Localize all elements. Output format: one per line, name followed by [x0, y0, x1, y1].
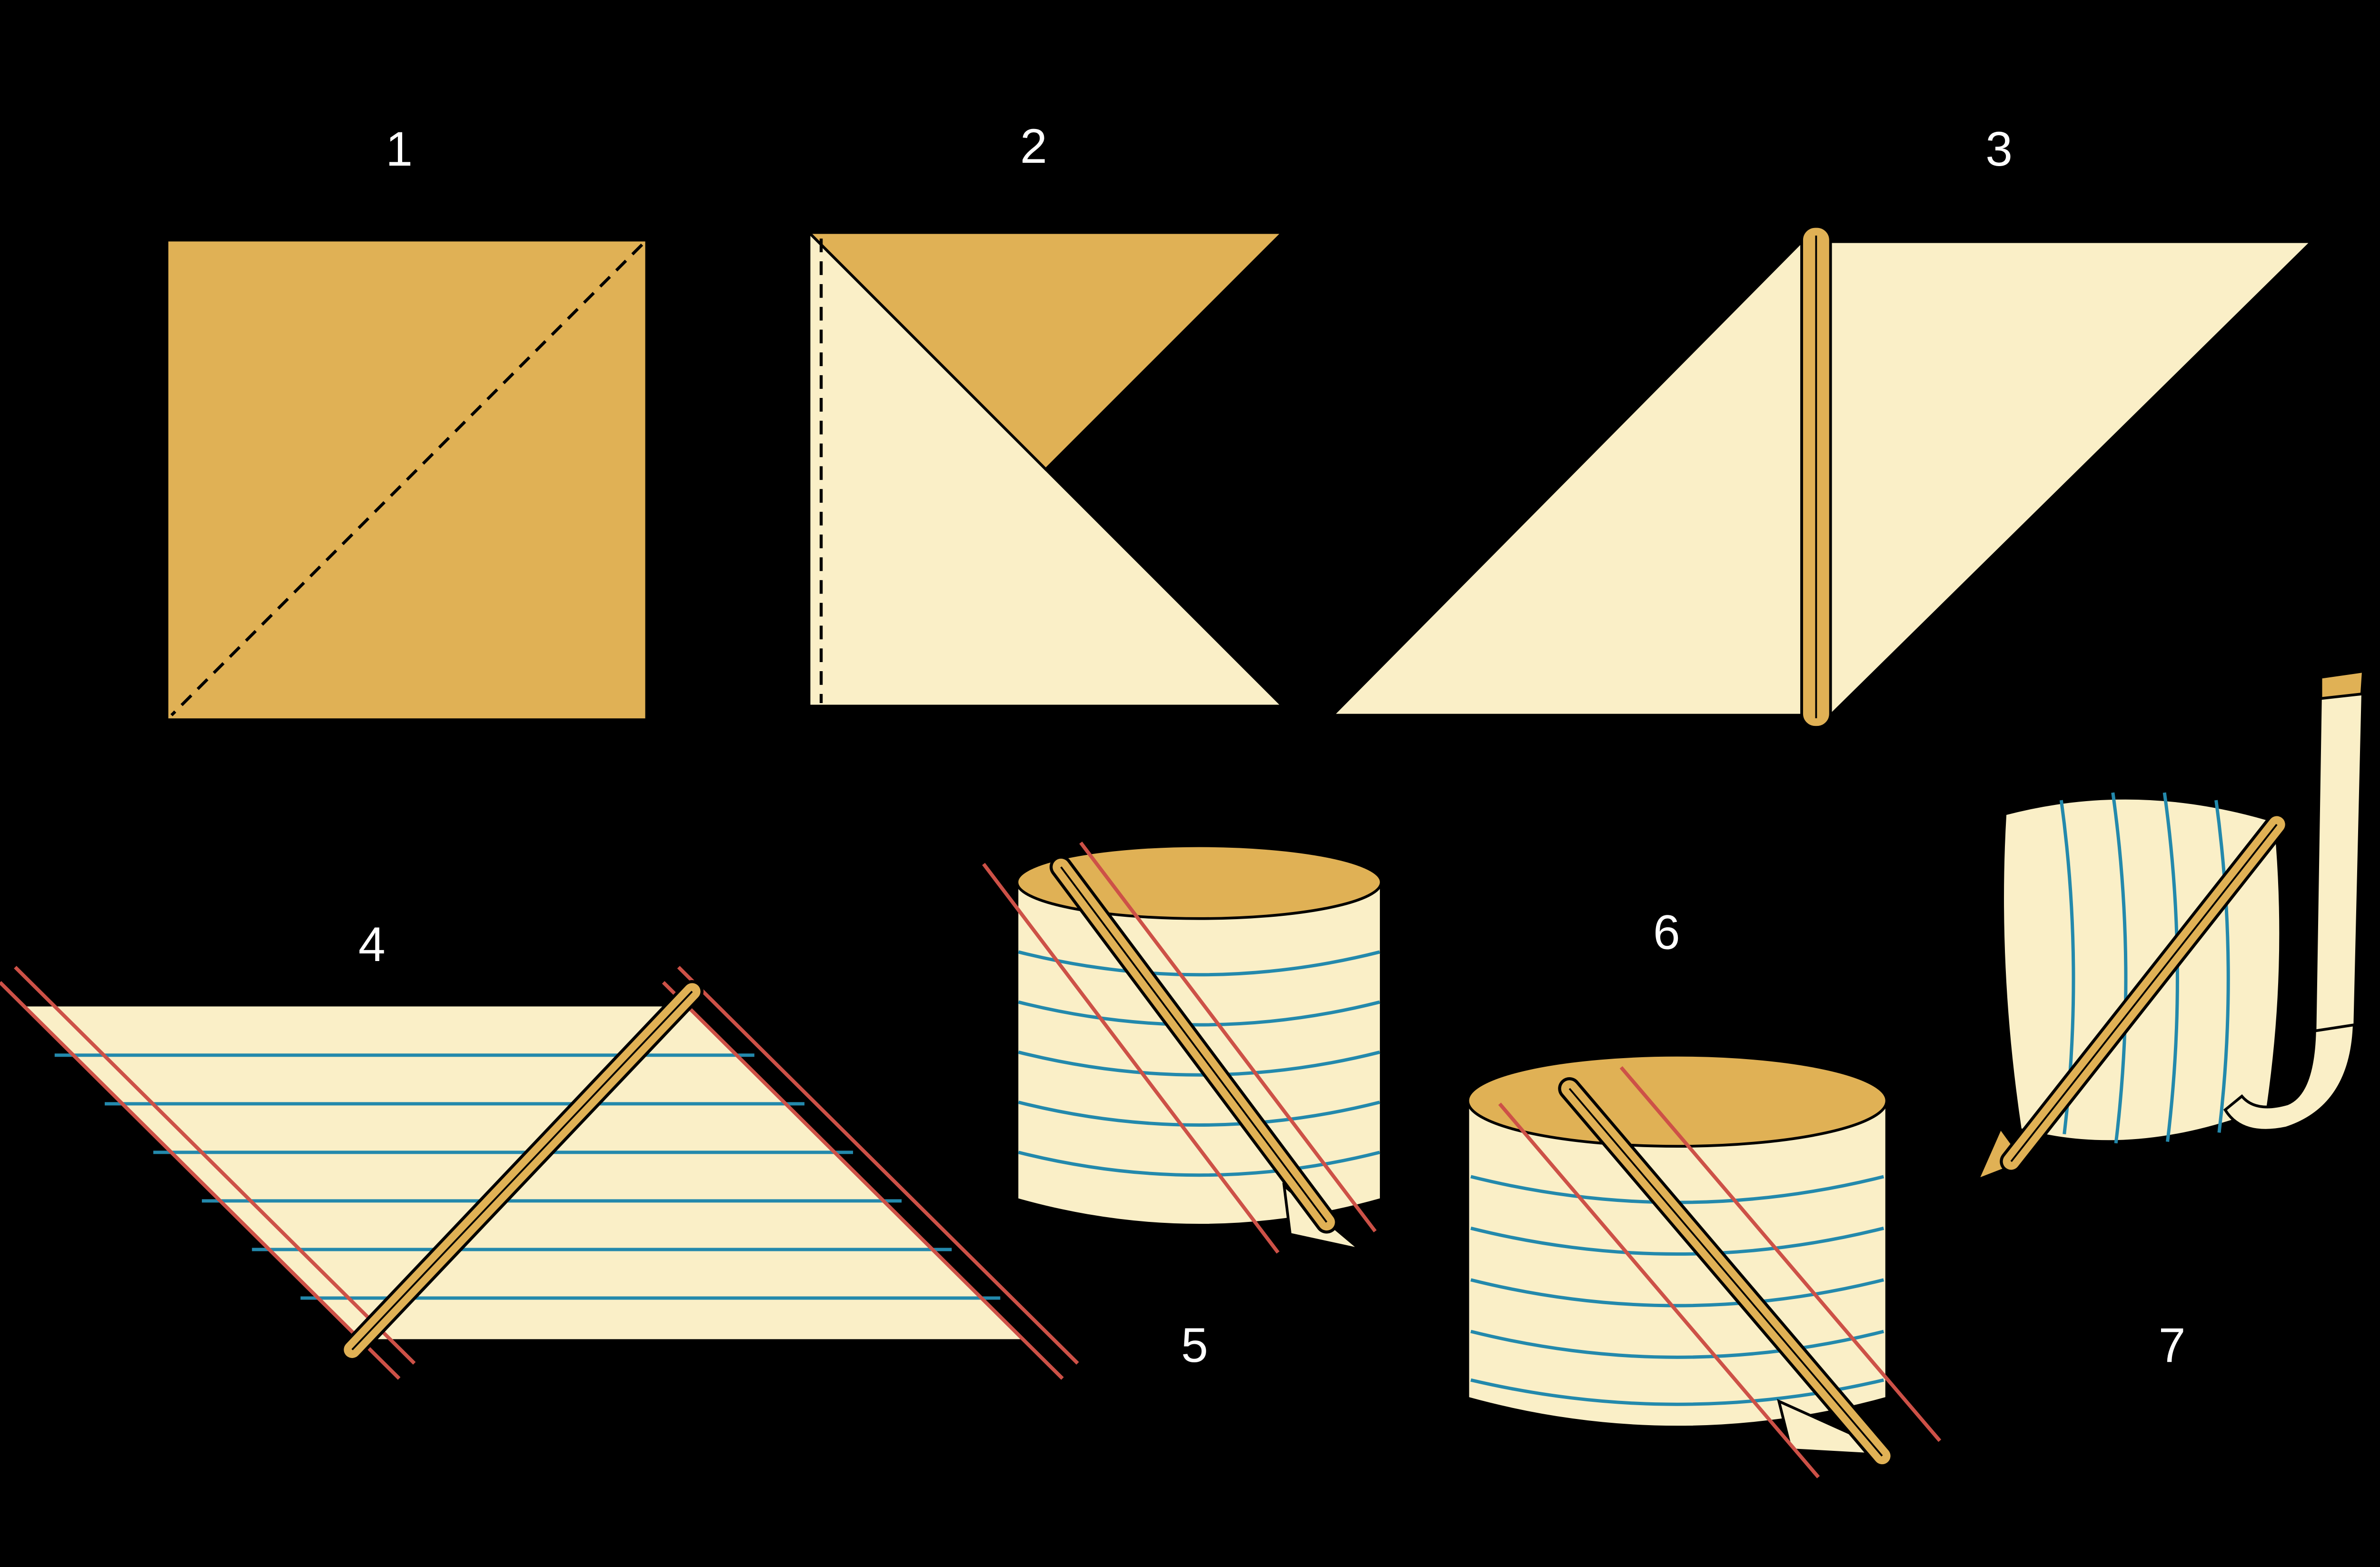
fold-guide-line [1018, 1000, 1380, 1027]
right-fabric-triangle [1829, 240, 2315, 719]
step-2-label: 2 [1020, 119, 1047, 173]
step-7: 7 [1975, 669, 2365, 1372]
seam-band [1050, 855, 1338, 1234]
upper-fabric-triangle [805, 231, 1286, 471]
cut-mark-line [1619, 1066, 1942, 1442]
fold-guide-line [1470, 1226, 1884, 1256]
strip-curl [2223, 1023, 2356, 1132]
fold-guide-line [1470, 1278, 1884, 1308]
cut-mark-line [1498, 1102, 1820, 1478]
cut-mark-line [677, 966, 1079, 1365]
left-fabric-triangle [1329, 238, 1803, 717]
step-4: 4 [0, 917, 1079, 1380]
fold-guide-line [1470, 1329, 1884, 1359]
cut-mark-line [1079, 842, 1377, 1232]
fold-guide-line [1018, 1150, 1380, 1177]
seam-band-stitch-line [351, 991, 693, 1350]
step-1-label: 1 [386, 122, 413, 176]
step-7-label: 7 [2159, 1318, 2186, 1372]
seam-band-stitch-line [1568, 1088, 1883, 1457]
unrolled-strip [2313, 669, 2365, 1054]
seam-band-stitch-line [1060, 866, 1328, 1223]
strip-end-edge [2319, 669, 2365, 700]
step-2: 2 [805, 119, 1286, 708]
seam-band [340, 980, 704, 1361]
cut-mark-line [0, 981, 401, 1380]
cut-mark-line [982, 863, 1279, 1254]
cut-mark-line [14, 966, 416, 1365]
step-5-label: 5 [1181, 1318, 1208, 1372]
step-6-label: 6 [1653, 905, 1680, 960]
fabric-roll [2001, 796, 2282, 1143]
seam-band-stitch-line [2010, 823, 2278, 1162]
step-6: 6 [1466, 905, 1942, 1478]
step-5: 5 [982, 842, 1383, 1372]
step-3-label: 3 [1985, 122, 2013, 176]
cut-mark-line [662, 981, 1064, 1380]
fold-guide-line [1018, 950, 1380, 977]
step-3: 3 [1329, 122, 2315, 729]
tube-top-opening [1015, 844, 1383, 920]
fold-guide-line [1018, 1101, 1380, 1127]
diagonal-cut-line [170, 243, 644, 716]
fold-guide-line [1018, 1051, 1380, 1077]
seam-band [1558, 1077, 1894, 1468]
seam-band [2000, 813, 2289, 1173]
fold-guide-line [2214, 800, 2230, 1133]
fold-guide-line [2111, 792, 2128, 1144]
step-1: 1 [165, 122, 648, 721]
step-4-label: 4 [358, 917, 386, 972]
